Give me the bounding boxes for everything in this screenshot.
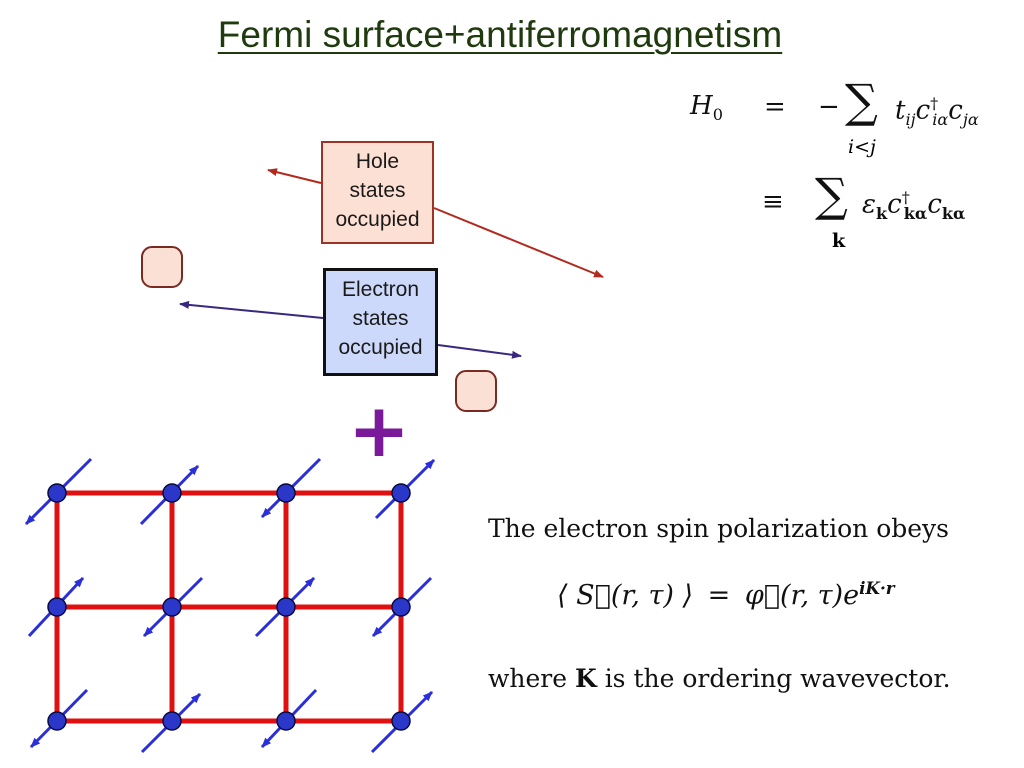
hole-box-line: occupied (335, 208, 420, 231)
lattice-site-dot (276, 597, 296, 617)
lattice-site-dot (162, 597, 182, 617)
page-title-text: Fermi surface+antiferromagnetism (217, 14, 783, 55)
hamiltonian-lhs: H0 (690, 91, 723, 124)
lattice-bonds (54, 490, 404, 724)
spin-polarization-text: The electron spin polarization obeys (488, 514, 949, 543)
lattice-site-dot (162, 711, 182, 731)
lattice-site-dot (276, 711, 296, 731)
c-dagger-symbol: c (915, 95, 931, 126)
hopping-term: tijc†iαcjα (895, 94, 979, 129)
c-sub: jα (962, 109, 979, 129)
sum-index-1: i<j (848, 136, 876, 158)
hole-box-line: Hole (355, 150, 400, 173)
c-dagger-sub: kα (903, 203, 928, 223)
c-sub: kα (941, 203, 966, 223)
wavevector-symbol: K (575, 664, 597, 693)
hamiltonian-minus: − (818, 92, 840, 122)
electron-arrow-right (437, 344, 522, 359)
electron-arrow-left (179, 300, 324, 319)
lattice-site-dot (276, 483, 296, 503)
where-text: where (488, 664, 568, 693)
electron-states-box: Electron states occupied (323, 268, 438, 376)
equivalence-sign: ≡ (762, 187, 784, 217)
lattice-sites (47, 483, 411, 731)
spin-polarization-formula: ⟨ S⃗(r, τ) ⟩ = φ⃗(r, τ)eiK·r (557, 578, 895, 611)
dispersion-term: εkc†kαckα (862, 188, 965, 223)
electron-pocket (455, 370, 497, 412)
epsilon-symbol: ε (862, 189, 876, 220)
t-symbol: t (895, 95, 906, 126)
plus-sign: + (348, 388, 411, 474)
c-symbol: c (927, 189, 942, 220)
formula-equals: = (707, 580, 731, 611)
hole-pocket (141, 246, 183, 288)
formula-exponent: iK·r (859, 578, 895, 598)
sum-symbol-2: ∑ (815, 172, 848, 218)
c-symbol: c (948, 95, 963, 126)
sum-glyph: ∑ (815, 168, 848, 222)
formula-lhs: ⟨ S⃗(r, τ) ⟩ (557, 580, 694, 611)
lattice-site-dot (47, 597, 67, 617)
epsilon-sub: k (875, 203, 888, 223)
sum-symbol-1: ∑ (845, 78, 878, 124)
c-dagger-sub: iα (932, 109, 949, 129)
hole-states-box: Hole states occupied (321, 141, 434, 244)
dagger-sup: † (930, 94, 939, 113)
lattice-site-dot (391, 597, 411, 617)
hole-arrow-left (267, 168, 322, 184)
lattice-site-dot (47, 711, 67, 731)
page-title: Fermi surface+antiferromagnetism (0, 14, 1000, 56)
wavevector-description: is the ordering wavevector. (604, 664, 951, 693)
ordering-wavevector-text: where K is the ordering wavevector. (488, 664, 951, 693)
t-sub: ij (905, 109, 916, 129)
electron-box-line: occupied (338, 336, 423, 359)
lattice-site-dot (391, 711, 411, 731)
electron-box-line: states (352, 307, 409, 330)
sum-index-2: k (832, 230, 846, 252)
hamiltonian-equals: = (764, 92, 786, 122)
lattice-site-dot (47, 483, 67, 503)
sum-glyph: ∑ (845, 74, 878, 128)
hole-box-line: states (349, 179, 406, 202)
hamiltonian-h: H (690, 91, 713, 121)
formula-rhs: φ⃗(r, τ)e (744, 580, 860, 611)
hamiltonian-h-sub: 0 (712, 105, 723, 125)
dagger-sup: † (901, 188, 910, 207)
c-dagger-symbol: c (887, 189, 902, 220)
electron-box-line: Electron (341, 278, 420, 301)
lattice-site-dot (162, 483, 182, 503)
hole-arrow-right (433, 207, 604, 278)
lattice-site-dot (391, 483, 411, 503)
